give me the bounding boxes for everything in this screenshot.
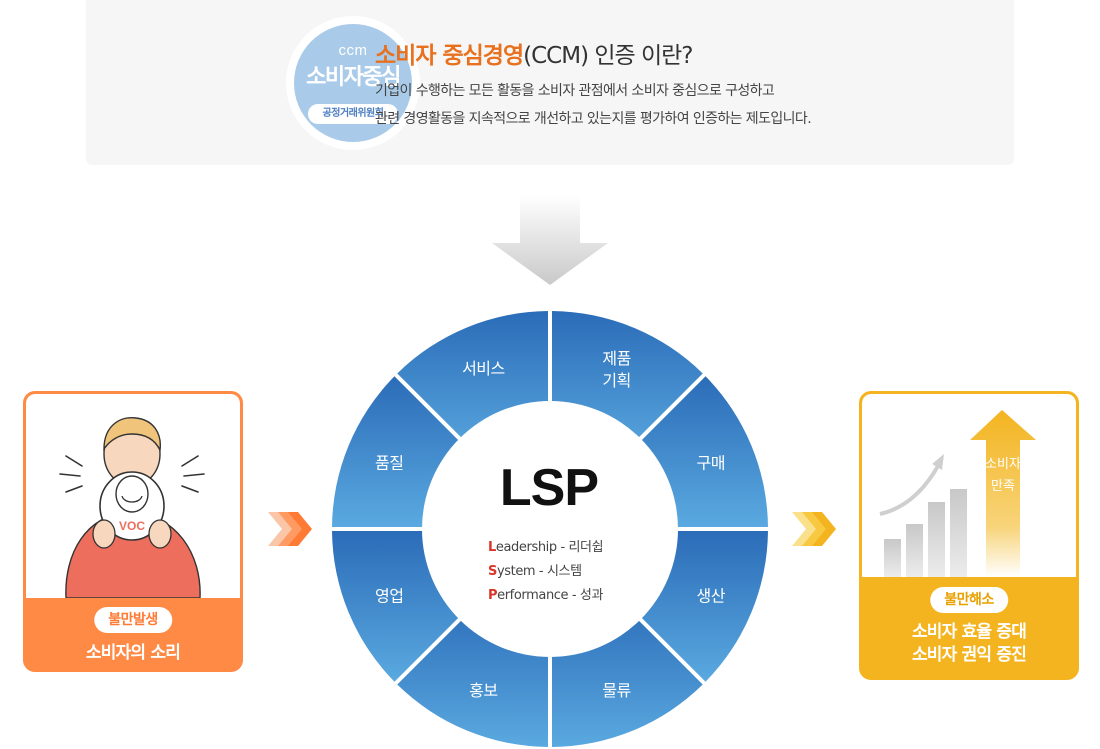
double-chevron-right-icon: [268, 512, 312, 546]
arrow-label-line1: 소비자: [985, 457, 1021, 472]
double-chevron-right-icon: [792, 512, 836, 546]
description-line-1: 기업이 수행하는 모든 활동을 소비자 관점에서 소비자 중심으로 구성하고: [375, 83, 775, 99]
voc-label: VOC: [119, 519, 145, 533]
ccm-intro-banner: ccm 소비자중심 공정거래위원회: [86, 0, 1014, 165]
lsp-title: LSP: [499, 459, 599, 517]
satisfaction-caption: 소비자 효율 증대 소비자 권익 증진: [862, 621, 1076, 667]
logo-main-text: 소비자중심: [306, 65, 401, 90]
satisfaction-card: 소비자 만족 불만해소 소비자 효율 증대 소비자 권익 증진: [859, 391, 1079, 680]
resolved-badge: 불만해소: [930, 587, 1008, 613]
person-megaphone-illustration: VOC: [26, 394, 240, 599]
ccm-logo: ccm 소비자중심 공정거래위원회: [286, 16, 420, 150]
wheel-segment-label: 구매: [697, 453, 725, 472]
wheel-segment-label: 서비스: [462, 359, 505, 378]
page-title: 소비자 중심경영(CCM) 인증 이란?: [375, 36, 694, 70]
lsp-performance: Performance - 성과: [488, 588, 604, 603]
title-highlight: 소비자 중심경영: [375, 43, 524, 69]
wheel-segment-label: 영업: [375, 587, 403, 606]
wheel-segment-label: 물류: [602, 681, 630, 700]
wheel-segment-label: 홍보: [469, 681, 497, 700]
growth-bar-chart-illustration: 소비자 만족: [862, 394, 1076, 577]
caption-line-1: 소비자 효율 증대: [911, 622, 1027, 642]
voc-card: VOC 불만발생 소비자의 소리: [23, 391, 243, 672]
wheel-segment-label: 품질: [375, 453, 403, 472]
title-rest: (CCM) 인증 이란?: [523, 43, 693, 69]
logo-band-text: 공정거래위원회: [308, 104, 398, 124]
down-arrow-icon: [492, 195, 608, 285]
lsp-system: System - 시스템: [488, 564, 582, 579]
voc-caption: 소비자의 소리: [85, 643, 181, 663]
wheel-segment-label: 생산: [697, 587, 726, 606]
lsp-leadership: Leadership - 리더쉽: [488, 540, 604, 555]
caption-line-2: 소비자 권익 증진: [911, 645, 1027, 665]
description-line-2: 관련 경영활동을 지속적으로 개선하고 있는지를 평가하여 인증하는 제도입니다…: [375, 111, 812, 127]
arrow-label-line2: 만족: [991, 479, 1015, 494]
logo-ccm-text: ccm: [338, 42, 368, 59]
complaint-badge: 불만발생: [94, 607, 172, 633]
